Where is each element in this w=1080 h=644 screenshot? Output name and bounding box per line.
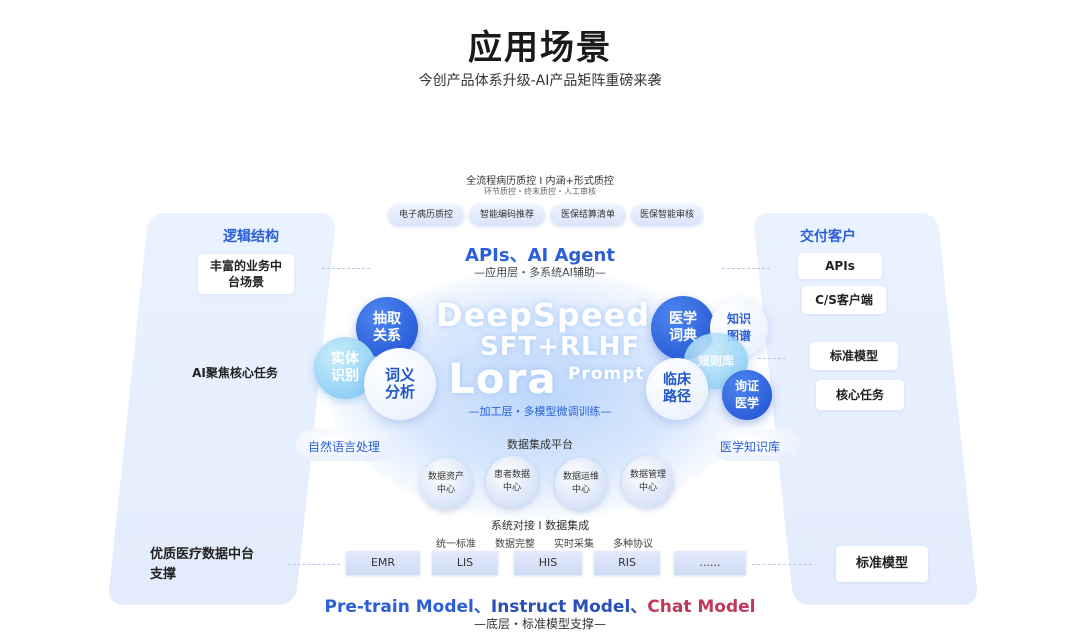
circle-data-management-label: 数据管理中心 xyxy=(629,470,666,493)
circle-data-asset: 数据资产中心 xyxy=(420,458,472,510)
bubble-knowledge-graph-label: 知识图谱 xyxy=(726,312,751,343)
process-layer-subtitle: —加工层・多模型微调训练— xyxy=(468,405,612,418)
medical-kb-bubble-bg xyxy=(712,429,800,461)
bubble-evidence-medicine: 询证医学 xyxy=(722,370,772,420)
pill-insurance-list: 医保结算清单 xyxy=(550,204,626,226)
circle-patient-data-label: 患者数据中心 xyxy=(493,470,530,493)
left-item-ai-focus: AI聚焦核心任务 xyxy=(192,366,278,380)
base-layer-models: Pre-train Model、Instruct Model、Chat Mode… xyxy=(0,592,1080,617)
app-layer-right-connector xyxy=(722,268,770,269)
page-subtitle: 今创产品体系升级-AI产品矩阵重磅来袭 xyxy=(418,73,662,89)
app-layer-agent: AI Agent xyxy=(527,245,615,266)
systems-right-connector xyxy=(752,564,812,565)
bubble-entity-recognition-label: 实体识别 xyxy=(331,351,359,384)
right-card-apis: APIs xyxy=(798,253,882,279)
top-quality-control-subline: 环节质控・终末质控・人工审核 xyxy=(484,187,596,196)
right-panel-heading: 交付客户 xyxy=(800,229,856,245)
bubble-semantic-analysis-label: 词义分析 xyxy=(384,366,415,401)
top-quality-control-line: 全流程病历质控 I 内涵+形式质控 xyxy=(466,176,614,187)
systems-left-connector xyxy=(288,564,340,565)
app-layer-title: APIs、AI Agent xyxy=(0,241,1080,267)
bubble-clinical-pathway: 临床路径 xyxy=(646,358,708,420)
right-card-standard-model: 标准模型 xyxy=(810,342,898,370)
nlp-label: 自然语言处理 xyxy=(308,440,381,454)
model-pretrain: Pre-train Model、 xyxy=(324,597,491,617)
word-lora: Lora xyxy=(448,354,557,403)
base-layer-subtitle: —底层・标准模型支撑— xyxy=(473,617,606,631)
app-layer-apis: APIs、 xyxy=(465,245,528,266)
pill-insurance-audit: 医保智能审核 xyxy=(631,204,703,226)
bubble-evidence-medicine-label: 询证医学 xyxy=(734,379,759,410)
system-his: HIS xyxy=(514,551,582,575)
bubble-rule-base-label: 规则库 xyxy=(697,353,734,368)
system-ris: RIS xyxy=(594,551,660,575)
left-panel-heading: 逻辑结构 xyxy=(223,229,279,245)
circle-data-asset-label: 数据资产中心 xyxy=(427,472,464,495)
right-card-standard-model-2: 标准模型 xyxy=(836,546,928,582)
model-chat: Chat Model xyxy=(647,597,756,617)
circle-data-management: 数据管理中心 xyxy=(622,456,674,508)
word-prompt: Prompt xyxy=(568,364,645,384)
pill-emr-quality: 电子病历质控 xyxy=(388,204,464,226)
data-platform-title: 数据集成平台 xyxy=(507,438,573,451)
model-instruct: Instruct Model、 xyxy=(490,597,648,617)
bubble-extract-relation-label: 抽取关系 xyxy=(373,311,401,344)
tag-realtime: 实时采集 xyxy=(554,539,594,550)
circle-data-ops-label: 数据运维中心 xyxy=(562,472,599,495)
pill-smart-coding: 智能编码推荐 xyxy=(469,204,545,226)
left-card-business: 丰富的业务中台场景 xyxy=(198,254,294,294)
tag-unified-standard: 统一标准 xyxy=(436,539,476,550)
tag-data-complete: 数据完整 xyxy=(495,539,535,550)
circle-patient-data: 患者数据中心 xyxy=(486,456,538,508)
nlp-bubble-bg xyxy=(296,429,392,461)
app-layer-left-connector xyxy=(322,268,370,269)
right-card-core-task: 核心任务 xyxy=(816,380,904,410)
left-card-business-label: 丰富的业务中台场景 xyxy=(209,259,282,289)
word-sft-rlhf: SFT+RLHF xyxy=(480,332,641,362)
left-item-medical-data: 优质医疗数据中台支撑 xyxy=(150,547,255,582)
bubble-semantic-analysis: 词义分析 xyxy=(364,348,436,420)
tag-protocols: 多种协议 xyxy=(613,539,653,550)
circle-data-ops: 数据运维中心 xyxy=(555,458,607,510)
right-card-cs-client: C/S客户端 xyxy=(802,286,886,314)
process-right-connector xyxy=(758,358,786,359)
system-lis: LIS xyxy=(432,551,498,575)
bubble-clinical-pathway-label: 临床路径 xyxy=(663,372,691,405)
medical-kb-label: 医学知识库 xyxy=(720,440,781,454)
system-more: ...... xyxy=(674,551,746,575)
page-title: 应用场景 xyxy=(468,28,612,68)
system-emr: EMR xyxy=(346,551,420,575)
word-deepspeed: DeepSpeed xyxy=(436,296,651,334)
system-integration-line: 系统对接 I 数据集成 xyxy=(490,519,590,532)
bubble-medical-dictionary-label: 医学词典 xyxy=(669,311,697,344)
